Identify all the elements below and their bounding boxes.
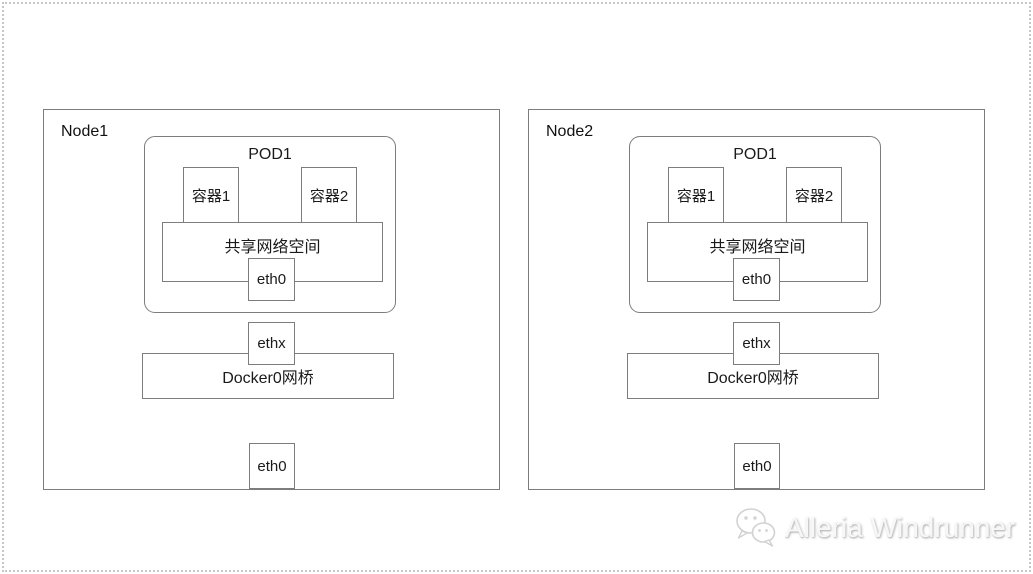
node2-eth0-box: eth0	[734, 443, 780, 489]
node2-label: Node2	[546, 123, 594, 140]
node1-eth0-box: eth0	[249, 443, 295, 489]
node1-pod-label: POD1	[248, 146, 292, 163]
node1-container1-box: 容器1	[183, 167, 239, 223]
node1-box: Node1 POD1 容器1 容器2 共享网络空间 eth0 ethx Dock…	[43, 109, 500, 490]
node2-container2-box: 容器2	[786, 167, 842, 223]
watermark-text: Alleria Windrunner	[785, 512, 1016, 543]
node2-container1-box: 容器1	[668, 167, 724, 223]
watermark: Alleria Windrunner	[733, 505, 1015, 551]
node2-pod-eth0-box: eth0	[733, 258, 780, 301]
node1-ethx-box: ethx	[248, 322, 295, 365]
node2-pod-label: POD1	[733, 146, 777, 163]
node1-container2-box: 容器2	[301, 167, 357, 223]
node2-box: Node2 POD1 容器1 容器2 共享网络空间 eth0 ethx Dock…	[528, 109, 985, 490]
node1-label: Node1	[61, 123, 109, 140]
node2-ethx-box: ethx	[733, 322, 780, 365]
node1-pod-eth0-box: eth0	[248, 258, 295, 301]
wechat-icon	[736, 508, 776, 547]
